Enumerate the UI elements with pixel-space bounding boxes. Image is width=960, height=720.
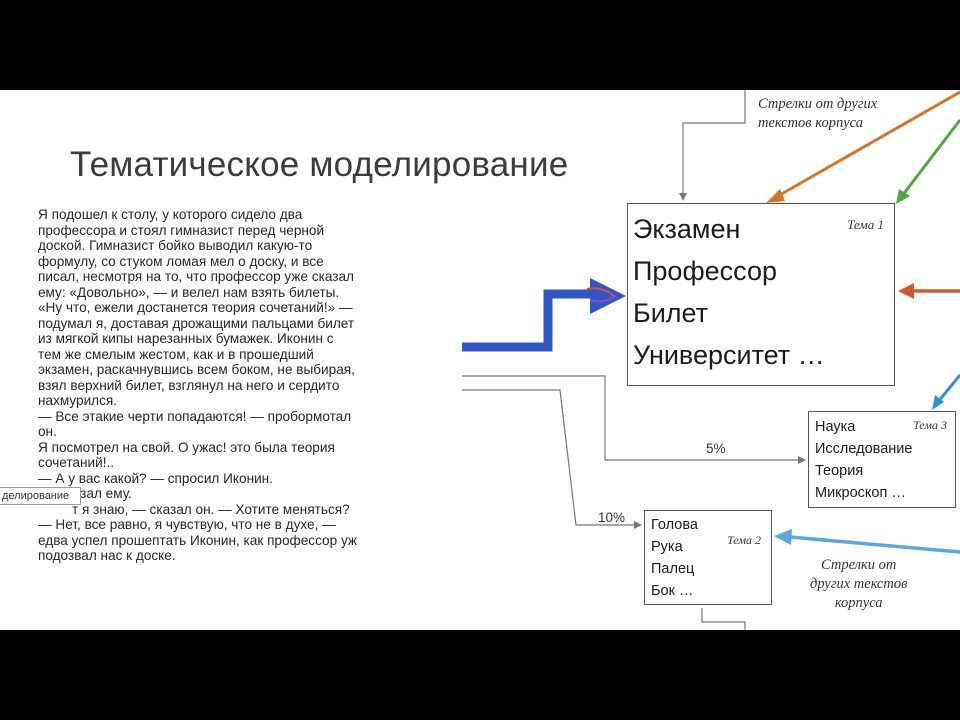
main-blue-arrowhead [590,278,626,314]
green-arrowhead [896,189,910,204]
passage-line: — Все этакие черти попадаются! — проборм… [38,408,352,424]
passage-line: подумал я, доставая дрожащими пальцами б… [38,315,355,331]
orange-arrow [777,90,960,198]
topic-2-percentage: 10% [598,510,626,525]
topic-3-words: Наука Исследование Теория Микроскоп … [815,416,912,504]
orange-arrowhead [766,189,785,203]
note-arrows-from-other-texts-bottom: Стрелки от других текстов корпуса [810,556,907,613]
topic-3-box: Наука Исследование Теория Микроскоп … Те… [808,411,956,508]
red-arrowhead [898,283,914,299]
note-line: Стрелки от [821,557,897,573]
connector-top-arrow [679,90,746,201]
note-line: корпуса [834,595,883,611]
topic-word: Теория [815,463,864,479]
passage-line: он. [38,424,57,439]
topic-2-words: Голова Рука Палец Бок … [651,514,698,602]
passage-line: писал, несмотря на то, что профессор уже… [38,269,354,284]
topic-1-label: Тема 1 [847,217,884,232]
connector-bottom-arrow [701,608,746,630]
connector-to-topic2 [462,389,642,529]
corpus-text-passage: Я подошел к столу, у которого сидело два… [38,207,433,564]
passage-line: — Нет, все равно, я чувствую, что не в д… [38,517,336,532]
passage-line: тем же смелым жестом, как и в прошедший [38,346,314,362]
topic-3-label: Тема 3 [913,418,947,432]
passage-line: формулу, со стуком ломая мел о доску, и … [38,253,324,269]
document-tag: делирование [0,487,81,505]
slide: Тематическое моделирование Я подошел к с… [0,90,960,630]
topic-2-label: Тема 2 [727,533,761,547]
green-arrow [900,119,960,197]
connectors-layer [462,90,960,630]
passage-line: взял верхний билет, взглянул на него и с… [38,377,340,393]
passage-line: ему: «Довольно», — и велел нам взять бил… [38,284,340,300]
topic-3-percentage: 5% [706,441,726,456]
passage-line: доской. Гимназист бойко выводил какую-то [38,238,313,253]
connector-to-topic3 [462,375,806,464]
topic-word: Голова [651,517,698,533]
small-purple-arrow [589,295,617,303]
light-blue-arrowhead [774,529,792,545]
topic-1-box: Экзамен Профессор Билет Университет … Те… [627,203,895,386]
passage-line: из мягкой кипы нарезанных бумажек. Икони… [38,331,334,346]
topic-word: Исследование [815,441,913,457]
slide-title: Тематическое моделирование [70,145,569,184]
passage-line: «Ну что, ежели достанется теория сочетан… [38,300,353,315]
topic-word: Рука [651,539,683,555]
passage-line: экзамен, раскачнувшись всем боком, не вы… [38,362,355,377]
note-arrows-from-other-texts-top: Стрелки от других текстов корпуса [758,95,877,133]
passage-line: т я знаю, — сказал он. — Хотите меняться… [38,501,350,517]
blue-arrow [936,374,960,403]
topic-word: Палец [651,561,695,577]
passage-line: профессора и стоял гимназист перед черно… [38,222,325,238]
small-red-arrow [586,287,615,297]
topic-1-words: Экзамен Профессор Билет Университет … [633,208,825,376]
note-line: текстов корпуса [758,115,863,131]
topic-word: Профессор [633,256,778,286]
light-blue-arrow [789,535,960,554]
passage-line: Я показал ему. [38,486,132,501]
main-blue-arrow [462,289,600,352]
passage-line: Я посмотрел на свой. О ужас! это была те… [38,439,335,455]
passage-line: нахмурился. [38,393,118,408]
topic-2-box: Голова Рука Палец Бок … Тема 2 [644,510,772,605]
passage-line: Я подошел к столу, у которого сидело два [38,207,303,222]
topic-word: Билет [633,298,709,328]
passage-line: едва успел прошептать Иконин, как профес… [38,532,357,548]
topic-word: Наука [815,419,856,435]
topic-word: Университет … [633,340,825,370]
note-line: Стрелки от других [758,96,878,112]
topic-word: Бок … [651,583,694,599]
passage-line: сочетаний!.. [38,455,115,470]
passage-line: — А у вас какой? — спросил Иконин. [38,470,273,486]
passage-line: подозвал нас к доске. [38,548,176,563]
blue-arrowhead [932,395,944,410]
note-line: других текстов [810,576,908,592]
topic-word: Микроскоп … [815,485,906,501]
topic-word: Экзамен [633,214,741,244]
